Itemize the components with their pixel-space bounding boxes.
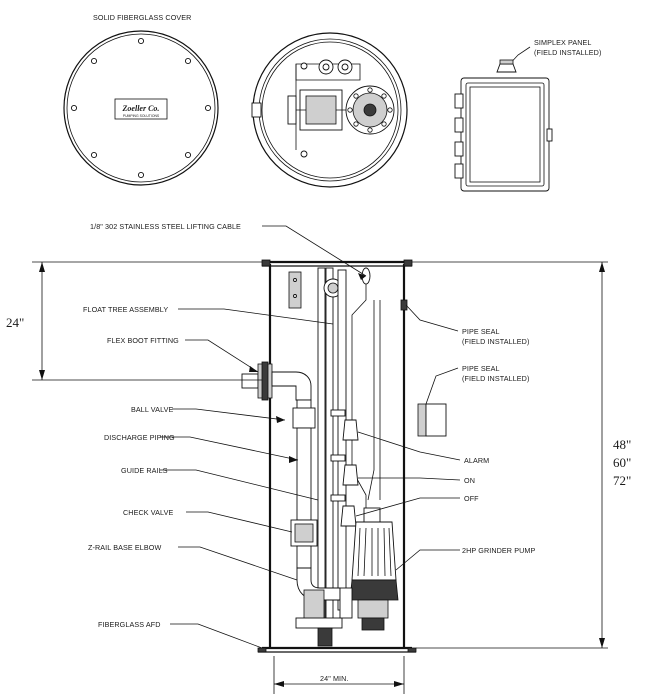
simplex-panel: SIMPLEX PANEL (FIELD INSTALLED): [454, 38, 601, 192]
dim-min-label: 24" MIN.: [320, 674, 349, 683]
dim-height-48: 48": [613, 437, 631, 452]
label-pipe-seal-2: PIPE SEAL: [462, 364, 500, 373]
label-check-valve: CHECK VALVE: [123, 508, 173, 517]
label-pump: 2HP GRINDER PUMP: [462, 546, 535, 555]
label-off: OFF: [464, 494, 479, 503]
float-switches: [330, 409, 359, 527]
leader-arrowheads: [249, 273, 366, 463]
dimensions: [32, 261, 608, 694]
callout-labels: 1/8" 302 STAINLESS STEEL LIFTING CABLE F…: [6, 222, 631, 683]
dim-height-60: 60": [613, 455, 631, 470]
label-pipe-seal-2-sub: (FIELD INSTALLED): [462, 374, 529, 383]
dim-24-label: 24": [6, 315, 24, 330]
solid-cover-view: SOLID FIBERGLASS COVER Zoeller Co. PUMPI…: [63, 13, 219, 186]
label-cable: 1/8" 302 STAINLESS STEEL LIFTING CABLE: [90, 222, 241, 231]
label-pipe-seal-1: PIPE SEAL: [462, 327, 500, 336]
logo-subtext: PUMPING SOLUTIONS: [123, 114, 160, 118]
label-guide-rails: GUIDE RAILS: [121, 466, 168, 475]
leader-lines: [160, 225, 461, 649]
basin-plan-view: [251, 32, 408, 188]
label-float-tree: FLOAT TREE ASSEMBLY: [83, 305, 168, 314]
zoeller-logo: Zoeller Co. PUMPING SOLUTIONS: [114, 98, 168, 120]
label-alarm: ALARM: [464, 456, 489, 465]
label-afd: FIBERGLASS AFD: [98, 620, 161, 629]
basin-section-view: [241, 259, 447, 653]
label-base-elbow: Z-RAIL BASE ELBOW: [88, 543, 161, 552]
label-pipe-seal-1-sub: (FIELD INSTALLED): [462, 337, 529, 346]
label-flex-boot: FLEX BOOT FITTING: [107, 336, 179, 345]
panel-label-2: (FIELD INSTALLED): [534, 48, 601, 57]
label-ball-valve: BALL VALVE: [131, 405, 174, 414]
dim-height-72: 72": [613, 473, 631, 488]
logo-text: Zoeller Co.: [122, 104, 160, 113]
cover-label: SOLID FIBERGLASS COVER: [93, 13, 191, 22]
panel-label-1: SIMPLEX PANEL: [534, 38, 592, 47]
label-discharge: DISCHARGE PIPING: [104, 433, 175, 442]
grinder-pump: [339, 507, 399, 631]
label-on: ON: [464, 476, 475, 485]
